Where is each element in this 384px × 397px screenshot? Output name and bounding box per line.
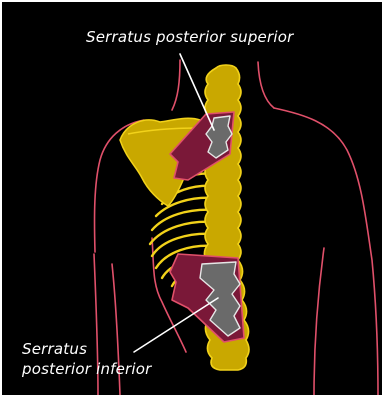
label-serratus-posterior-inferior-line1: Serratus <box>22 340 87 358</box>
label-serratus-posterior-superior: Serratus posterior superior <box>86 28 294 46</box>
label-serratus-posterior-inferior-line2: posterior inferior <box>21 360 152 378</box>
neck-left-outline <box>172 60 180 110</box>
neck-right-outline <box>258 62 274 108</box>
back-muscle-diagram: Serratus posterior superior Serratus pos… <box>2 2 382 395</box>
torso-right-outline <box>314 248 324 395</box>
shoulder-right-outline <box>274 108 378 395</box>
